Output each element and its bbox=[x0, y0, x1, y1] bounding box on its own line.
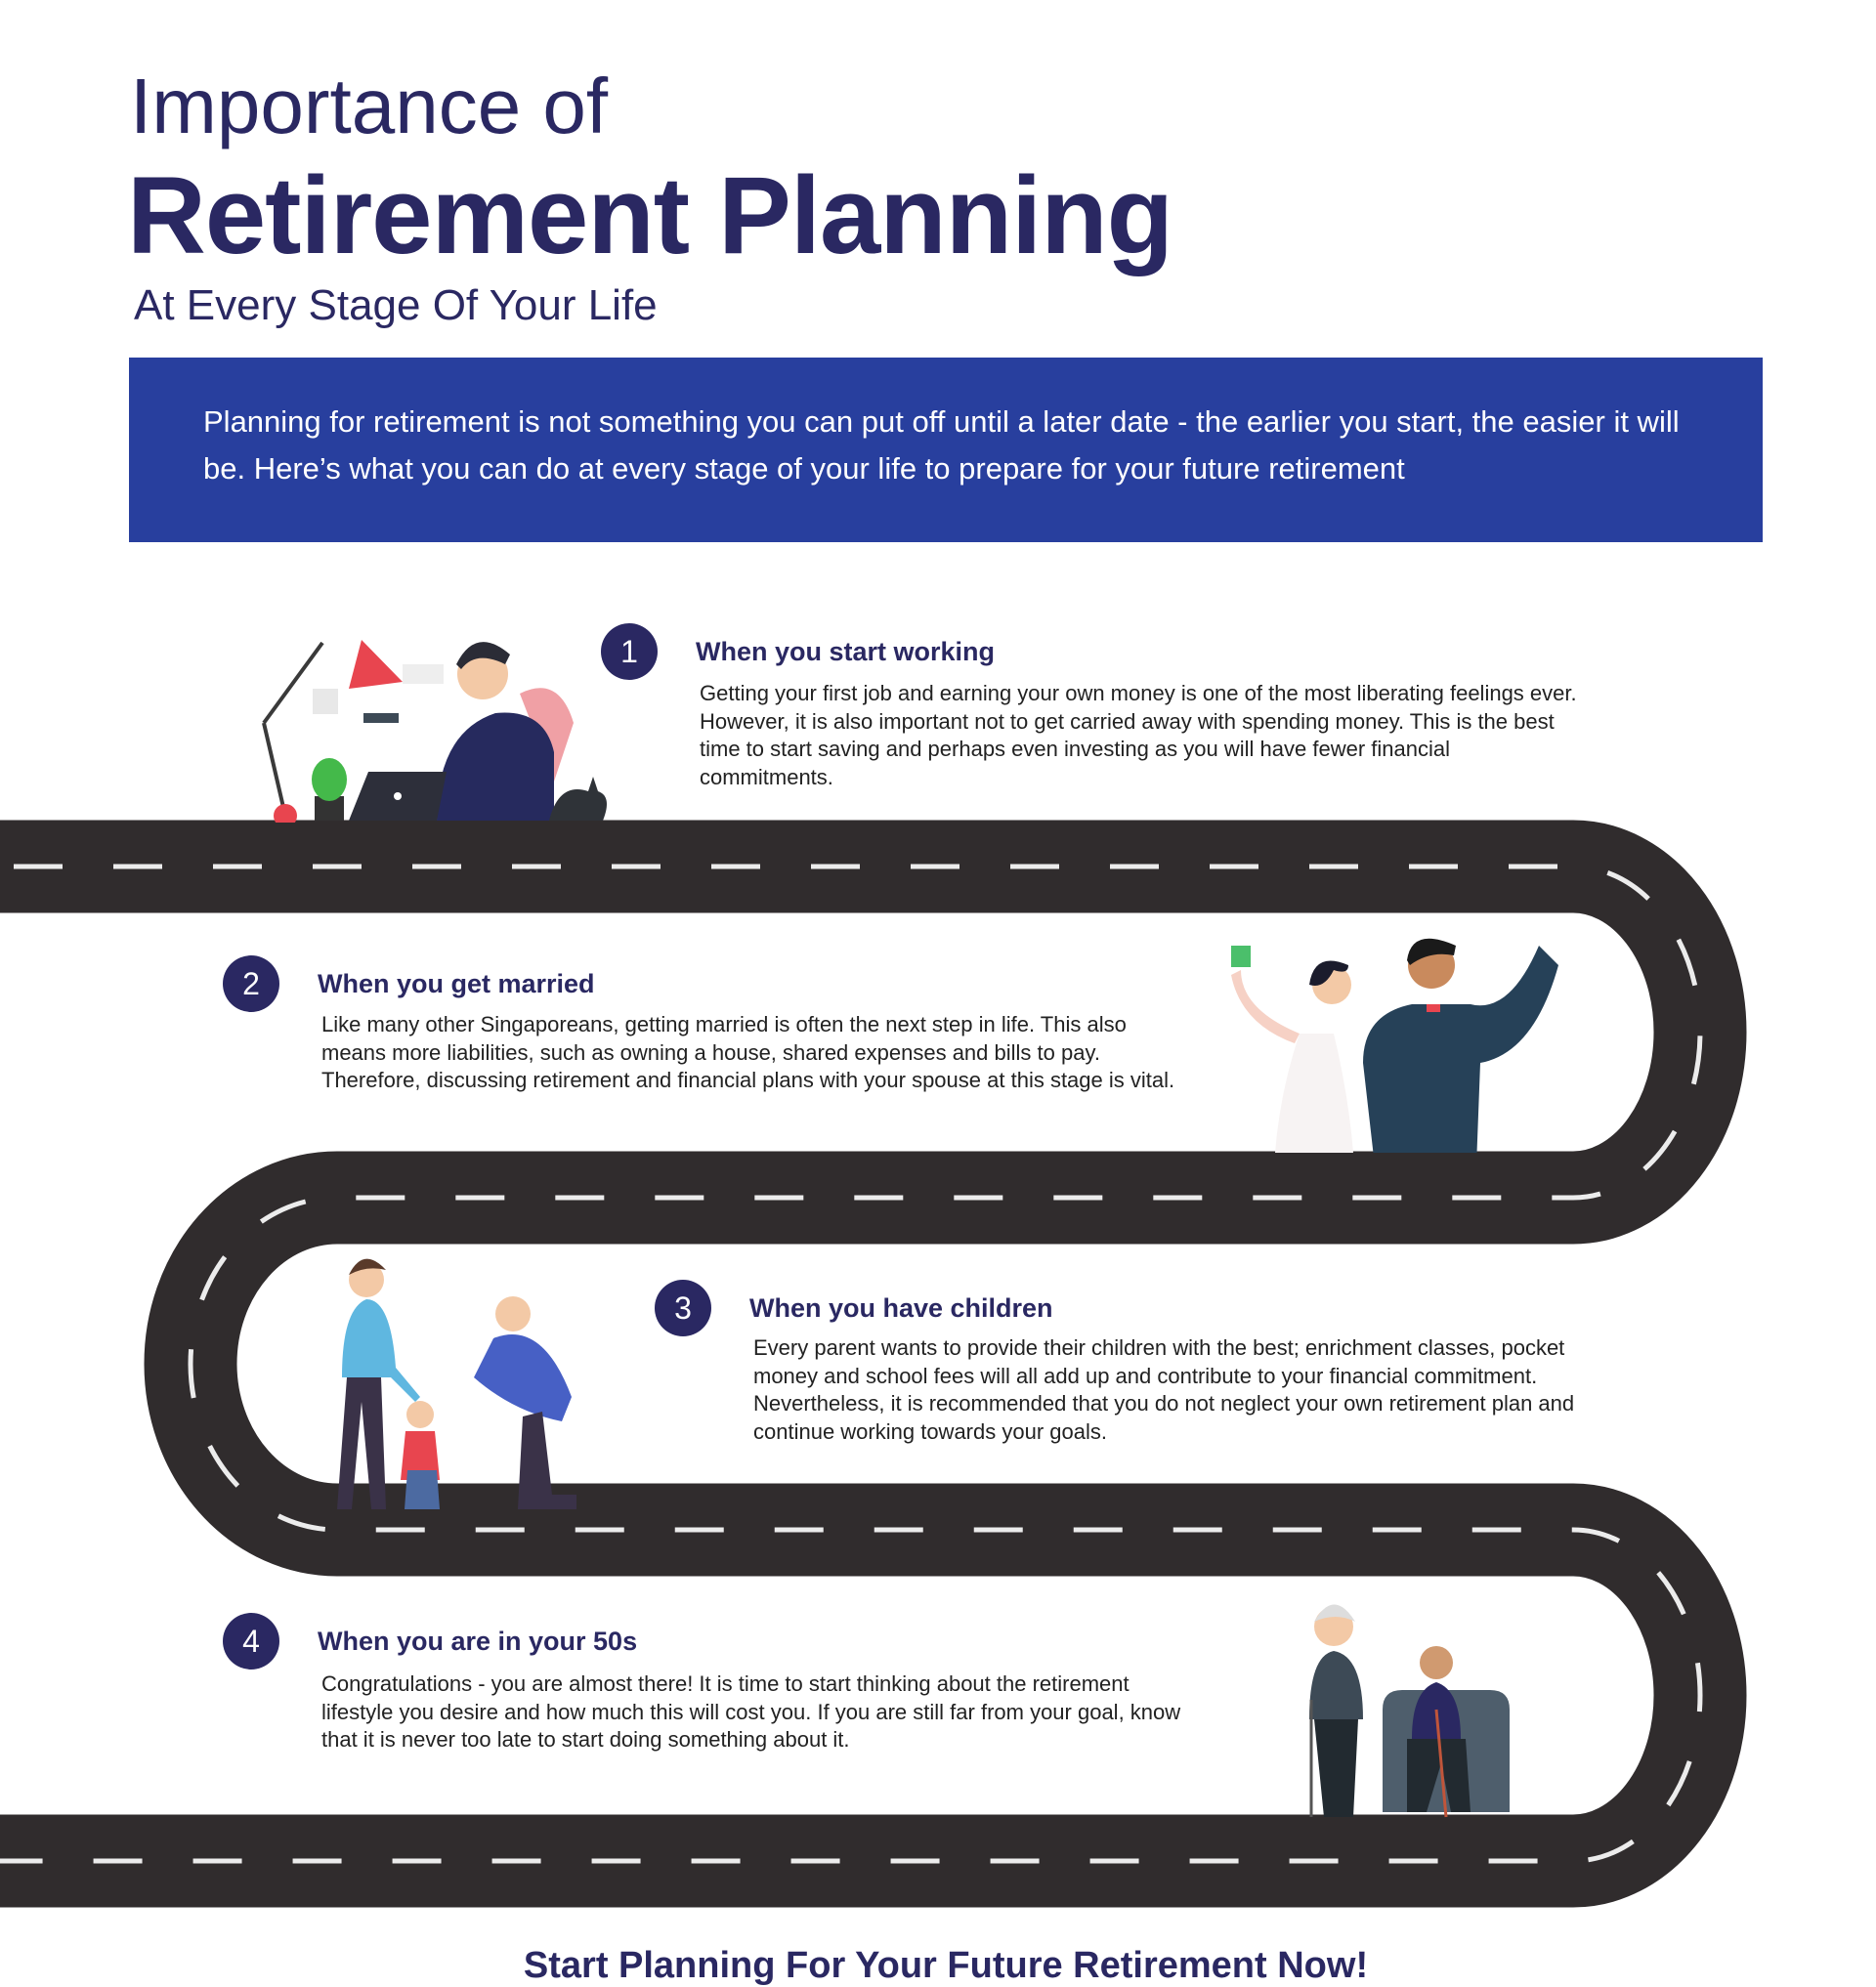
intro-banner: Planning for retirement is not something… bbox=[129, 358, 1763, 542]
stage-4-heading: When you are in your 50s bbox=[318, 1627, 638, 1656]
title-line-1: Importance of bbox=[130, 63, 609, 149]
stage-3-body: Every parent wants to provide their chil… bbox=[753, 1335, 1575, 1444]
stage-3-heading: When you have children bbox=[749, 1293, 1053, 1323]
call-to-action: Start Planning For Your Future Retiremen… bbox=[523, 1945, 1369, 1986]
married-couple-illustration bbox=[1231, 938, 1558, 1153]
subtitle: At Every Stage Of Your Life bbox=[134, 281, 658, 329]
stage-2-heading: When you get married bbox=[318, 969, 595, 998]
road-lane-dashes bbox=[0, 864, 1703, 1864]
stage-3-number-badge: 3 bbox=[655, 1280, 711, 1336]
stage-2-number-badge: 2 bbox=[223, 955, 279, 1012]
stage-4-number-badge: 4 bbox=[223, 1613, 279, 1670]
stage-2-body: Like many other Singaporeans, getting ma… bbox=[321, 1012, 1175, 1092]
elderly-couple-illustration bbox=[1309, 1604, 1510, 1818]
page-title: Retirement Planning bbox=[127, 154, 1173, 276]
stage-4-body: Congratulations - you are almost there! … bbox=[321, 1671, 1181, 1752]
stage-1-heading: When you start working bbox=[696, 637, 996, 666]
stage-1-body: Getting your first job and earning your … bbox=[700, 681, 1577, 789]
family-illustration bbox=[337, 1258, 576, 1509]
intro-text: Planning for retirement is not something… bbox=[203, 404, 1680, 486]
stage-1-number-badge: 1 bbox=[601, 623, 658, 680]
working-person-illustration bbox=[262, 640, 607, 823]
